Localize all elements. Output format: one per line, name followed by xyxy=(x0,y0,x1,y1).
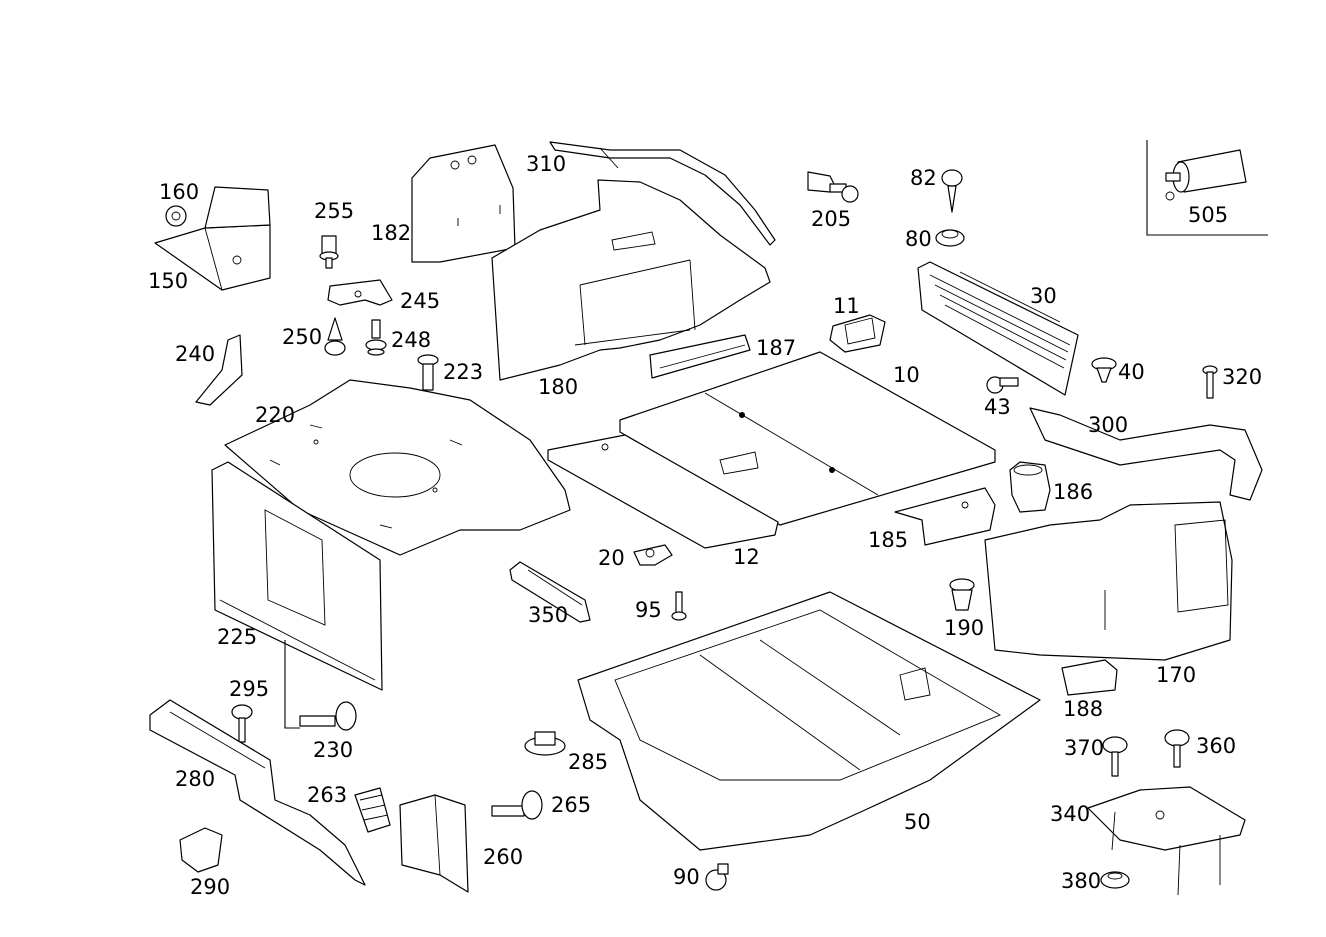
label-220: 220 xyxy=(255,403,295,427)
label-255: 255 xyxy=(314,199,354,223)
label-12: 12 xyxy=(733,545,760,569)
label-80: 80 xyxy=(905,227,932,251)
part-187-strip[interactable] xyxy=(649,334,751,379)
part-300-sill-trim[interactable] xyxy=(1029,407,1263,501)
part-505-grease-tube[interactable] xyxy=(1146,140,1268,236)
part-80-nut[interactable] xyxy=(935,229,965,247)
part-225-bulkhead[interactable] xyxy=(211,461,383,691)
label-340: 340 xyxy=(1050,802,1090,826)
part-380-nut[interactable] xyxy=(1100,871,1130,889)
label-43: 43 xyxy=(984,395,1011,419)
part-295-screw[interactable] xyxy=(231,704,253,743)
part-280-trim[interactable] xyxy=(149,699,366,886)
label-190: 190 xyxy=(944,616,984,640)
label-90: 90 xyxy=(673,865,700,889)
label-290: 290 xyxy=(190,875,230,899)
label-263: 263 xyxy=(307,783,347,807)
label-285: 285 xyxy=(568,750,608,774)
label-180: 180 xyxy=(538,375,578,399)
label-505: 505 xyxy=(1188,203,1228,227)
part-30-sill-cover[interactable] xyxy=(917,261,1079,396)
label-170: 170 xyxy=(1156,663,1196,687)
label-225: 225 xyxy=(217,625,257,649)
label-82: 82 xyxy=(910,166,937,190)
label-260: 260 xyxy=(483,845,523,869)
part-265-clip[interactable] xyxy=(491,790,543,820)
label-30: 30 xyxy=(1030,284,1057,308)
label-186: 186 xyxy=(1053,480,1093,504)
label-40: 40 xyxy=(1118,360,1145,384)
part-310-trim-strip[interactable] xyxy=(549,141,776,246)
part-50-wheel-well[interactable] xyxy=(577,591,1041,851)
label-360: 360 xyxy=(1196,734,1236,758)
label-185: 185 xyxy=(868,528,908,552)
part-250-plug[interactable] xyxy=(324,317,346,356)
part-260-panel[interactable] xyxy=(399,794,469,893)
part-10-floor-panel[interactable] xyxy=(619,351,996,526)
label-95: 95 xyxy=(635,598,662,622)
part-95-pin[interactable] xyxy=(671,591,687,621)
label-187: 187 xyxy=(756,336,796,360)
part-360-bolt[interactable] xyxy=(1164,729,1190,768)
label-188: 188 xyxy=(1063,697,1103,721)
part-370-bolt[interactable] xyxy=(1102,736,1128,777)
part-245-bracket[interactable] xyxy=(327,279,393,306)
part-11-handle[interactable] xyxy=(829,314,886,353)
label-10: 10 xyxy=(893,363,920,387)
part-263-foam-pad[interactable] xyxy=(354,787,391,833)
part-188-bracket[interactable] xyxy=(1061,659,1118,696)
part-186-socket[interactable] xyxy=(1009,461,1051,513)
part-248-bolt[interactable] xyxy=(365,319,387,356)
part-185-bracket[interactable] xyxy=(894,487,996,546)
label-223: 223 xyxy=(443,360,483,384)
part-340-mount-plate[interactable] xyxy=(1087,786,1246,896)
part-12-floor-panel[interactable] xyxy=(547,434,779,549)
part-220-parcel-shelf[interactable] xyxy=(224,379,571,556)
label-230: 230 xyxy=(313,738,353,762)
label-380: 380 xyxy=(1061,869,1101,893)
part-230-clip[interactable] xyxy=(284,640,357,731)
label-240: 240 xyxy=(175,342,215,366)
label-245: 245 xyxy=(400,289,440,313)
part-150-side-cover[interactable] xyxy=(154,186,271,291)
label-280: 280 xyxy=(175,767,215,791)
part-82-screw[interactable] xyxy=(941,169,963,213)
part-255-stud[interactable] xyxy=(319,235,339,269)
part-40-clip[interactable] xyxy=(1091,357,1117,383)
label-248: 248 xyxy=(391,328,431,352)
part-290-clip[interactable] xyxy=(179,827,223,873)
label-182: 182 xyxy=(371,221,411,245)
label-205: 205 xyxy=(811,207,851,231)
label-310: 310 xyxy=(526,152,566,176)
label-300: 300 xyxy=(1088,413,1128,437)
part-180-side-liner[interactable] xyxy=(491,179,771,381)
part-20-clip[interactable] xyxy=(633,544,673,566)
part-182-panel[interactable] xyxy=(411,144,516,263)
label-160: 160 xyxy=(159,180,199,204)
label-11: 11 xyxy=(833,294,860,318)
label-20: 20 xyxy=(598,546,625,570)
part-350-bracket[interactable] xyxy=(509,561,591,623)
label-320: 320 xyxy=(1222,365,1262,389)
part-90-plug[interactable] xyxy=(705,863,729,891)
label-350: 350 xyxy=(528,603,568,627)
label-50: 50 xyxy=(904,810,931,834)
part-170-side-liner[interactable] xyxy=(984,501,1233,661)
part-160-grommet[interactable] xyxy=(165,205,187,227)
label-265: 265 xyxy=(551,793,591,817)
part-240-bracket[interactable] xyxy=(195,334,243,406)
part-223-clip[interactable] xyxy=(417,354,439,391)
label-150: 150 xyxy=(148,269,188,293)
part-205-clip[interactable] xyxy=(807,171,859,203)
part-320-rivet[interactable] xyxy=(1202,365,1218,399)
part-190-clip[interactable] xyxy=(949,578,975,611)
part-43-clip[interactable] xyxy=(986,376,1019,394)
label-250: 250 xyxy=(282,325,322,349)
label-295: 295 xyxy=(229,677,269,701)
part-285-grommet[interactable] xyxy=(524,731,566,756)
label-370: 370 xyxy=(1064,736,1104,760)
